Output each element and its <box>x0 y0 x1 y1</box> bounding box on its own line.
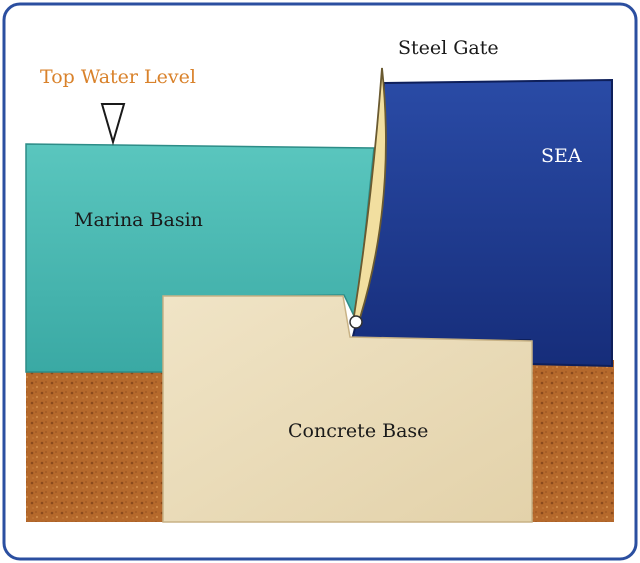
sea-water <box>350 78 613 368</box>
top-water-level-label: Top Water Level <box>40 66 196 88</box>
water-level-marker-icon <box>100 103 126 146</box>
gate-hinge <box>349 315 363 329</box>
steel-gate-label: Steel Gate <box>398 37 499 59</box>
sea-label: SEA <box>541 145 582 167</box>
concrete-base-label: Concrete Base <box>288 420 428 442</box>
marina-basin-label: Marina Basin <box>74 209 203 231</box>
concrete-base <box>162 295 533 523</box>
